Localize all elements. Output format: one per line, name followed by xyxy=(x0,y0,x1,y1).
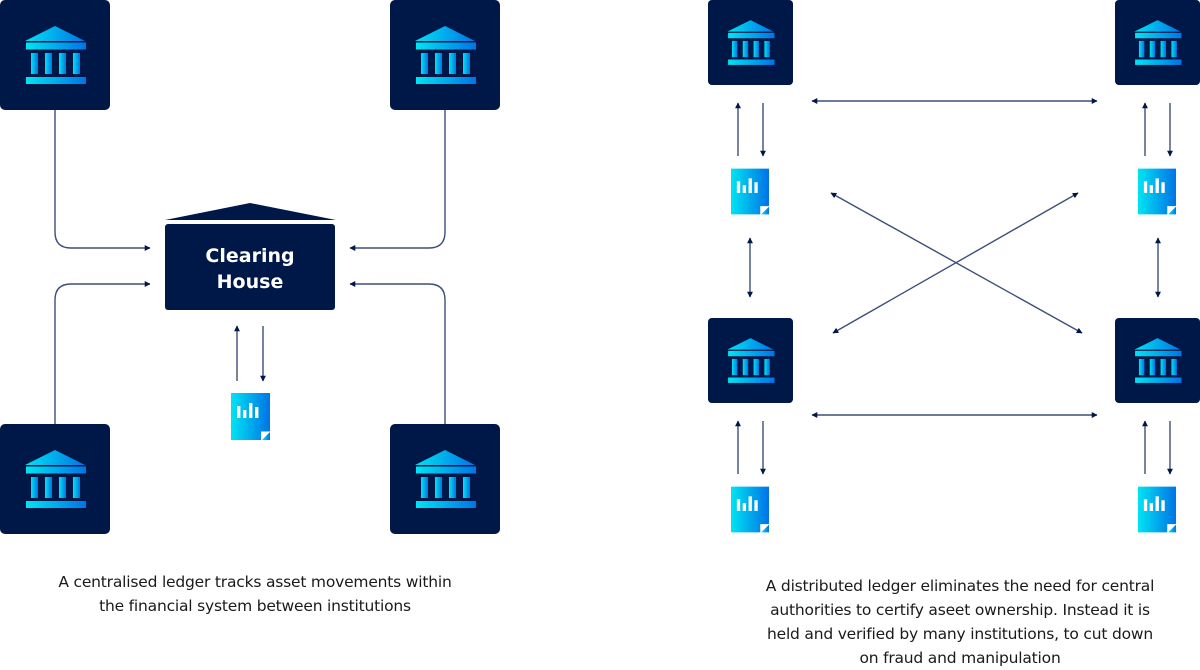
bank-building-icon xyxy=(390,424,500,534)
caption-line: A distributed ledger eliminates the need… xyxy=(765,577,1155,595)
bank-building-icon xyxy=(0,0,110,110)
distributed-ledger-caption: A distributed ledger eliminates the need… xyxy=(720,574,1200,670)
caption-line: held and verified by many institutions, … xyxy=(766,625,1153,643)
connector-top-right xyxy=(349,110,446,251)
centralised-ledger-caption: A centralised ledger tracks asset moveme… xyxy=(20,570,490,618)
clearing-house-box xyxy=(165,224,335,310)
bank-building-icon xyxy=(708,318,793,403)
bank-building-icon xyxy=(708,0,793,85)
clearing-house-label-line2: House xyxy=(217,271,284,293)
ledger-document-icon xyxy=(231,393,270,441)
clearing-house: Clearing House xyxy=(165,203,336,310)
clearing-house-roof xyxy=(165,203,336,220)
ledger-document-icon xyxy=(1138,168,1177,215)
connector-top-left xyxy=(54,110,151,251)
caption-line: on fraud and manipulation xyxy=(859,649,1061,667)
connector-bottom-right xyxy=(349,281,446,424)
bank-building-icon xyxy=(1115,318,1200,403)
arrow-diagonal-2 xyxy=(832,192,1079,334)
caption-line: the financial system between institution… xyxy=(99,597,411,615)
distributed-ledger-panel xyxy=(708,0,1200,533)
ledger-document-icon xyxy=(731,168,770,215)
ledger-document-icon xyxy=(1138,486,1177,533)
caption-line: authorities to certify aseet ownership. … xyxy=(770,601,1150,619)
ledger-document-icon xyxy=(731,486,770,533)
clearing-house-label-line1: Clearing xyxy=(205,245,294,267)
caption-line: A centralised ledger tracks asset moveme… xyxy=(58,573,452,591)
connector-bottom-left xyxy=(54,281,151,424)
bank-building-icon xyxy=(0,424,110,534)
bank-building-icon xyxy=(1115,0,1200,85)
bank-building-icon xyxy=(390,0,500,110)
centralised-ledger-panel: Clearing House xyxy=(0,0,500,534)
